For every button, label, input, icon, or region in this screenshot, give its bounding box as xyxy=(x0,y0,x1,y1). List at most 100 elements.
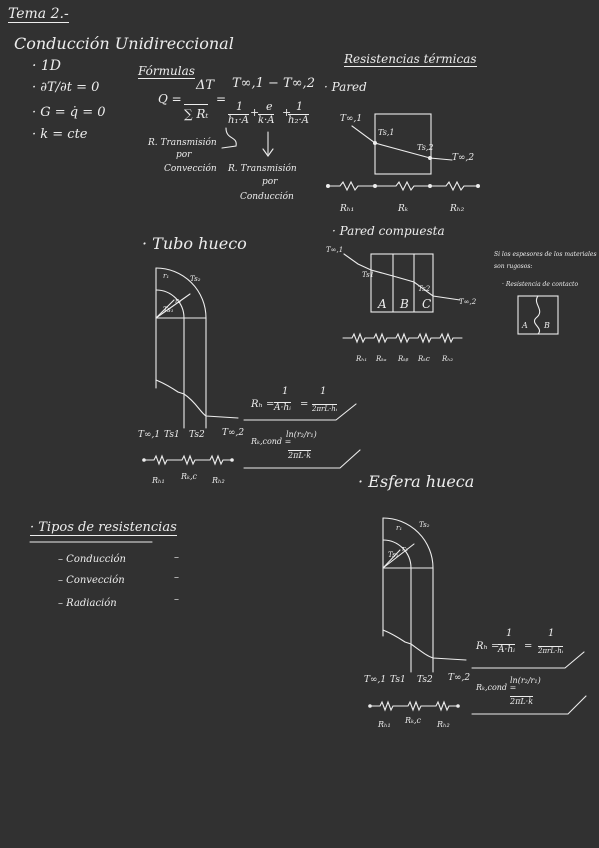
wall-ts2-point xyxy=(428,156,432,160)
sphere-radius-r1 xyxy=(382,549,401,569)
tube-bottom-t-inf-2: T∞,2 xyxy=(222,428,245,438)
tube-rh-res-num: 1 xyxy=(320,386,327,397)
wall-rectangle xyxy=(374,113,432,175)
wall-node-1 xyxy=(326,184,330,188)
composite-temperature-profile xyxy=(343,253,461,301)
tube-heading: · Tubo hueco xyxy=(142,234,247,253)
wall-resistor-network xyxy=(327,180,479,192)
tube-res-2: Rₕ₂ xyxy=(212,476,225,485)
type-dash-3: – xyxy=(174,594,179,605)
contact-interface xyxy=(534,295,541,335)
wall-r-cond: Rₖ xyxy=(398,204,409,214)
sphere-bottom-t-inf-1: T∞,1 xyxy=(364,675,387,685)
wall-label: · Pared xyxy=(324,80,367,94)
type-dash-1: – xyxy=(174,552,179,563)
comp-layer-b: B xyxy=(400,297,409,311)
sphere-rk-den: 2πL·k xyxy=(510,696,534,706)
tube-bottom-ts2: Ts2 xyxy=(189,430,205,440)
tube-rh-frac-den: A·hᵢ xyxy=(274,402,291,413)
tube-r1: r₁ xyxy=(163,272,170,280)
sphere-rh-frac-num: 1 xyxy=(506,628,513,639)
sphere-rh-eq: = xyxy=(524,641,533,652)
tube-node-2 xyxy=(230,458,234,462)
comp-r-2: Rₕ₂ xyxy=(442,355,454,363)
wall-node-4 xyxy=(476,184,480,188)
sphere-bottom-t-inf-2: T∞,2 xyxy=(448,673,471,683)
page-title: Tema 2.- xyxy=(8,6,69,23)
comp-r-c: Rₖc xyxy=(418,355,430,363)
wall-r-conv-1: Rₕ₁ xyxy=(340,204,355,214)
tube-res-1: Rₕ₁ xyxy=(152,476,165,485)
side-note-bullet: · Resistencia de contacto xyxy=(502,281,579,288)
bullet-constant-k: · k = cte xyxy=(32,127,88,142)
tube-radius-r2 xyxy=(155,293,191,319)
tube-res-k: Rₖ,c xyxy=(181,472,197,481)
wall-node-2 xyxy=(373,184,377,188)
wall-node-3 xyxy=(428,184,432,188)
tube-rk-lhs: Rₖ,cond = xyxy=(251,437,292,446)
comp-layer-a: A xyxy=(378,297,387,311)
bullet-no-generation: · G = q̇ = 0 xyxy=(32,105,106,120)
sphere-resistor-network xyxy=(369,700,459,712)
convection-note-line1: R. Transmisión xyxy=(148,138,217,148)
tube-rh-lhs: Rₕ = xyxy=(251,399,275,410)
types-heading: · Tipos de resistencias xyxy=(30,520,177,536)
fraction-3-denominator: h₂·A xyxy=(288,114,309,126)
wall-t-inf-2: T∞,2 xyxy=(452,153,475,163)
sphere-radius-r2 xyxy=(382,543,415,569)
composite-wall-label: · Pared compuesta xyxy=(332,224,445,238)
tube-rk-den: 2πL·k xyxy=(288,450,312,460)
tube-bottom-ts1: Ts1 xyxy=(164,430,180,440)
type-convection: – Convección xyxy=(58,575,125,586)
fraction-2-denominator: k·A xyxy=(258,114,275,126)
sphere-res-1: Rₕ₁ xyxy=(378,720,391,729)
sphere-res-k: Rₖ,c xyxy=(405,716,421,725)
side-layer-b: B xyxy=(544,321,550,330)
sphere-r2: r₂ xyxy=(402,545,409,553)
tube-rh-frac-num: 1 xyxy=(282,386,289,397)
sphere-heading: · Esfera hueca xyxy=(358,472,475,491)
sphere-node-1 xyxy=(368,704,372,708)
convection-brace xyxy=(221,127,237,149)
comp-ts1: Ts1 xyxy=(362,271,375,279)
composite-resistor-network xyxy=(342,332,463,344)
comp-r-a: Rₖₐ xyxy=(376,355,387,363)
sphere-outer-arc xyxy=(382,517,434,569)
q-lhs: Q = xyxy=(158,92,182,106)
tube-rh-res-den: 2πrL·hᵢ xyxy=(312,404,338,413)
tube-bottom-t-inf-1: T∞,1 xyxy=(138,430,161,440)
tube-node-1 xyxy=(142,458,146,462)
bullet-1d: · 1D xyxy=(32,58,62,74)
fraction-2-numerator: e xyxy=(266,100,273,113)
tube-rh-eq: = xyxy=(300,399,309,410)
comp-t-inf-1: T∞,1 xyxy=(326,246,344,254)
sphere-underline-2 xyxy=(471,695,587,715)
sphere-temperature-profile xyxy=(382,629,467,661)
section-heading-conduction: Conducción Unidireccional xyxy=(14,34,234,53)
plus-2: + xyxy=(282,106,292,119)
sphere-rk-num: ln(r₂/r₁) xyxy=(510,676,541,685)
sphere-ts1-label: Ts₁ xyxy=(388,551,399,559)
sphere-rk-lhs: Rₖ,cond = xyxy=(476,683,517,692)
conduction-note-line2: por xyxy=(262,177,278,187)
tube-resistor-network xyxy=(143,454,233,466)
sphere-ts2-label: Ts₂ xyxy=(419,521,430,529)
plus-1: + xyxy=(250,106,260,119)
comp-r-1: Rₕ₁ xyxy=(356,355,368,363)
sphere-rh-frac-den: A·hᵢ xyxy=(498,644,515,655)
sphere-underline-1 xyxy=(471,651,585,669)
comp-layer-c: C xyxy=(422,297,432,311)
contact-resistance-box xyxy=(517,295,559,335)
sphere-res-2: Rₕ₂ xyxy=(437,720,450,729)
tube-underline-1 xyxy=(243,403,357,421)
conduction-note-line3: Conducción xyxy=(240,192,294,202)
tube-inner-arc xyxy=(155,289,185,319)
sphere-bottom-ts2: Ts2 xyxy=(417,675,433,685)
composite-wall-rectangle xyxy=(370,253,434,313)
formulas-label: Fórmulas xyxy=(138,64,195,79)
side-note-line2: son rugosos: xyxy=(494,263,533,270)
convection-note-line3: Convección xyxy=(164,164,217,174)
wall-r-conv-2: Rₕ₂ xyxy=(450,204,465,214)
